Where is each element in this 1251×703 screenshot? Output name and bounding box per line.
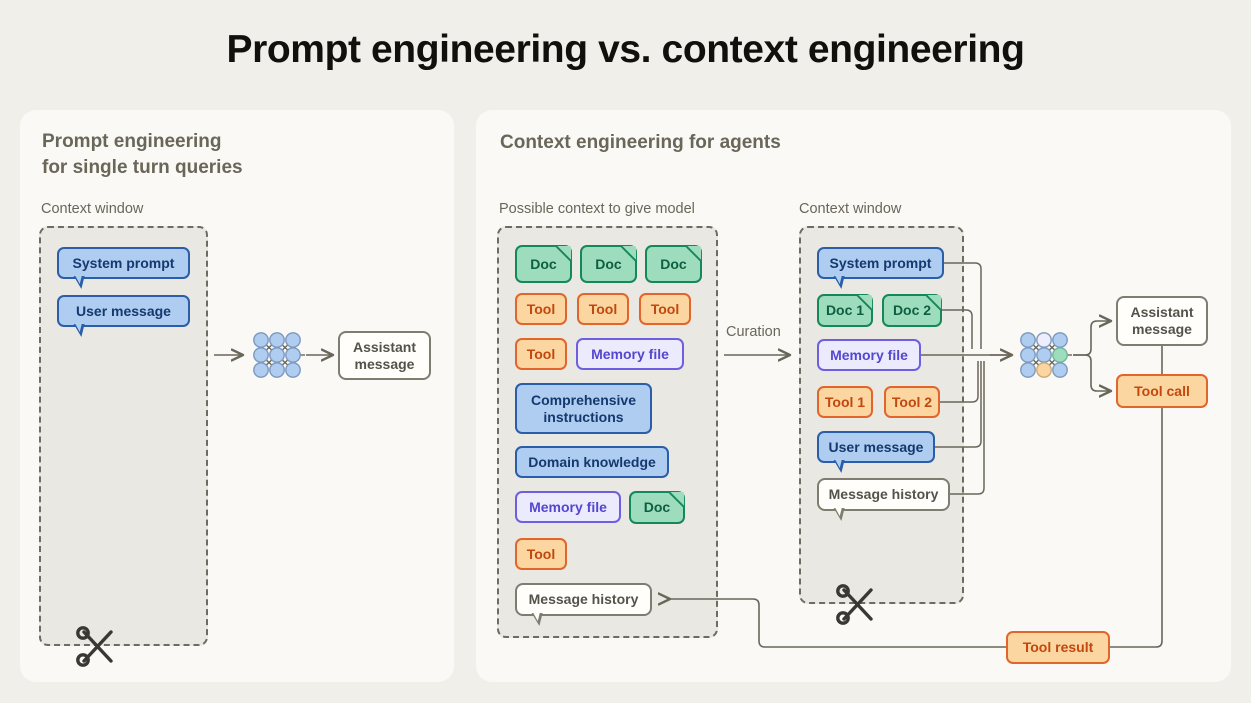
chip-tool-result[interactable]: Tool result xyxy=(1006,631,1110,664)
chip-cw-memory-file[interactable]: Memory file xyxy=(817,339,921,371)
chip-label: Doc xyxy=(643,499,671,516)
curation-label: Curation xyxy=(726,324,781,340)
chip-tool-call[interactable]: Tool call xyxy=(1116,374,1208,408)
neural-network-icon-agents xyxy=(1016,329,1072,386)
chip-label: Doc 2 xyxy=(892,302,932,319)
neural-network-icon xyxy=(249,329,305,386)
chip-memory-file-2[interactable]: Memory file xyxy=(515,491,621,523)
chip-cw-tool-1[interactable]: Tool 1 xyxy=(817,386,873,418)
chip-label: Doc xyxy=(530,255,557,272)
left-panel-heading: Prompt engineering for single turn queri… xyxy=(42,131,243,178)
chip-doc-1[interactable]: Doc xyxy=(515,245,572,283)
chip-doc-4[interactable]: Doc xyxy=(629,491,685,524)
right-panel-heading: Context engineering for agents xyxy=(500,132,781,153)
left-context-window-label: Context window xyxy=(41,201,144,217)
doc-fold-icon xyxy=(620,245,637,262)
chip-cw-doc-2[interactable]: Doc 2 xyxy=(882,294,942,327)
chip-system-prompt[interactable]: System prompt xyxy=(57,247,190,279)
chip-doc-3[interactable]: Doc xyxy=(645,245,702,283)
page-title: Prompt engineering vs. context engineeri… xyxy=(226,28,1025,71)
chip-doc-2[interactable]: Doc xyxy=(580,245,637,283)
box-assistant-message-agents[interactable]: Assistant message xyxy=(1116,296,1208,346)
right-context-window-label: Context window xyxy=(799,201,902,217)
chip-tool-2[interactable]: Tool xyxy=(577,293,629,325)
chip-label: Doc xyxy=(595,255,622,272)
chip-cw-user-message[interactable]: User message xyxy=(817,431,935,463)
doc-fold-icon xyxy=(856,294,873,311)
doc-fold-icon xyxy=(925,294,942,311)
chip-cw-system-prompt[interactable]: System prompt xyxy=(817,247,944,279)
chip-tool-5[interactable]: Tool xyxy=(515,538,567,570)
possible-context-label: Possible context to give model xyxy=(499,201,695,217)
doc-fold-icon xyxy=(555,245,572,262)
chip-cw-message-history[interactable]: Message history xyxy=(817,478,950,511)
box-assistant-message[interactable]: Assistant message xyxy=(338,331,431,380)
chip-comprehensive-instructions[interactable]: Comprehensive instructions xyxy=(515,383,652,434)
chip-memory-file-1[interactable]: Memory file xyxy=(576,338,684,370)
chip-tool-3[interactable]: Tool xyxy=(639,293,691,325)
chip-label: Doc xyxy=(660,255,687,272)
chip-tool-1[interactable]: Tool xyxy=(515,293,567,325)
chip-label: Doc 1 xyxy=(825,302,865,319)
chip-domain-knowledge[interactable]: Domain knowledge xyxy=(515,446,669,478)
chip-tool-4[interactable]: Tool xyxy=(515,338,567,370)
chip-user-message[interactable]: User message xyxy=(57,295,190,327)
chip-cw-doc-1[interactable]: Doc 1 xyxy=(817,294,873,327)
doc-fold-icon xyxy=(685,245,702,262)
chip-message-history-possible[interactable]: Message history xyxy=(515,583,652,616)
left-context-window-box xyxy=(39,226,208,646)
chip-cw-tool-2[interactable]: Tool 2 xyxy=(884,386,940,418)
doc-fold-icon xyxy=(668,491,685,508)
